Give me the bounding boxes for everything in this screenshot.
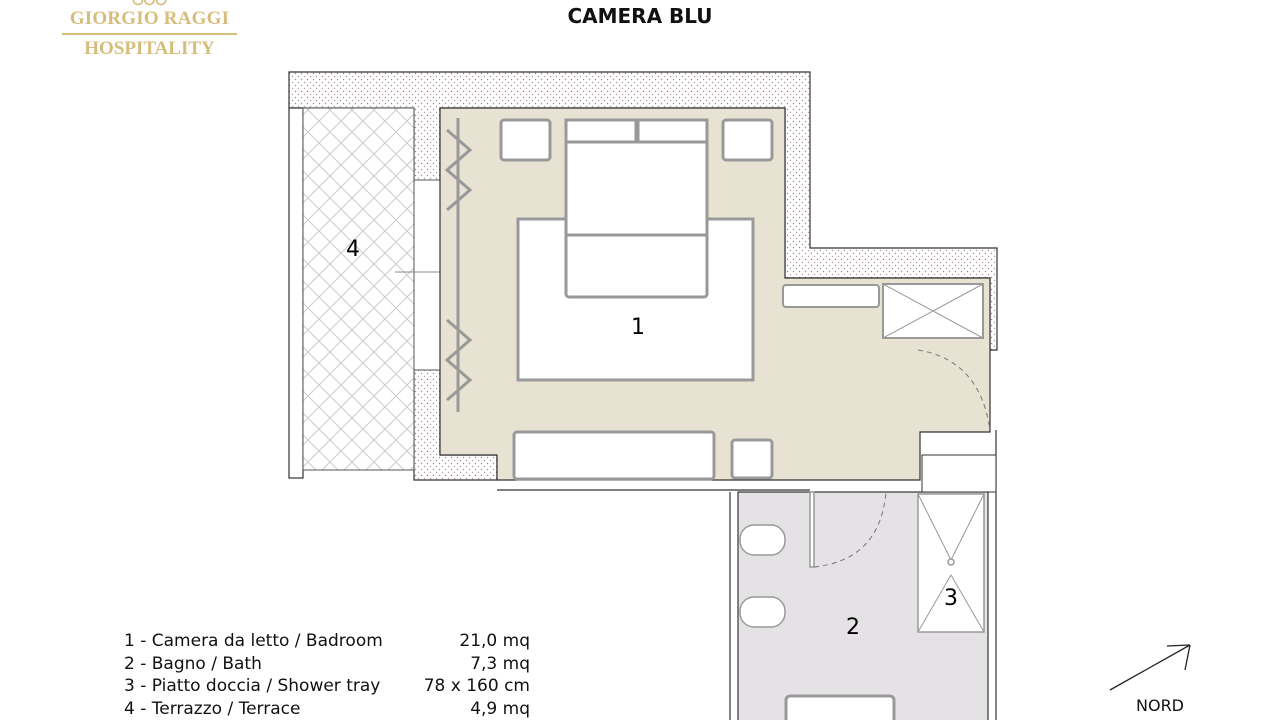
bed [564, 118, 709, 299]
shelf [782, 284, 880, 308]
legend-value: 4,9 mq [470, 698, 530, 719]
bidet [739, 596, 786, 628]
sink [784, 694, 896, 720]
room-label-4: 4 [346, 237, 360, 262]
room-label-1: 1 [631, 315, 645, 340]
walls [288, 71, 998, 481]
stool [730, 438, 774, 480]
legend-row: 4 - Terrazzo / Terrace 4,9 mq [124, 698, 530, 720]
nightstand-left [499, 118, 552, 162]
logo-rule [62, 33, 237, 35]
north-arrow-icon [1109, 644, 1191, 691]
desk [512, 430, 716, 481]
legend-label: 3 - Piatto doccia / Shower tray [124, 676, 381, 696]
logo-crest-icon: ᗢᗢᗢ [132, 0, 167, 8]
door-swing [917, 349, 991, 431]
legend-row: 1 - Camera da letto / Badroom 21,0 mq [124, 630, 530, 653]
logo-line1: GIORGIO RAGGI [69, 8, 230, 29]
logo-line2: HOSPITALITY [84, 38, 215, 59]
toilet [739, 524, 786, 556]
room-label-2: 2 [846, 615, 860, 640]
wardrobe-hangers [444, 118, 473, 412]
legend-value: 78 x 160 cm [423, 676, 530, 696]
legend-label: 2 - Bagno / Bath [124, 653, 262, 674]
page-title: CAMERA BLU [567, 4, 713, 28]
north-label: NORD [1136, 696, 1184, 715]
room-label-3: 3 [944, 586, 958, 611]
nightstand-right [721, 118, 774, 162]
bath-door-swing [813, 491, 887, 568]
furniture [444, 118, 984, 481]
terrace-area [302, 107, 415, 471]
legend-value: 21,0 mq [459, 631, 530, 651]
room-legend: 1 - Camera da letto / Badroom 21,0 mq 2 -… [124, 630, 530, 720]
legend-label: 4 - Terrazzo / Terrace [124, 698, 301, 719]
legend-row: 3 - Piatto doccia / Shower tray 78 x 160 … [124, 675, 530, 698]
legend-label: 1 - Camera da letto / Badroom [124, 631, 383, 651]
legend-row: 2 - Bagno / Bath 7,3 mq [124, 653, 530, 676]
brand-logo: ᗢᗢᗢ GIORGIO RAGGI HOSPITALITY [62, 0, 237, 59]
legend-value: 7,3 mq [470, 653, 530, 674]
